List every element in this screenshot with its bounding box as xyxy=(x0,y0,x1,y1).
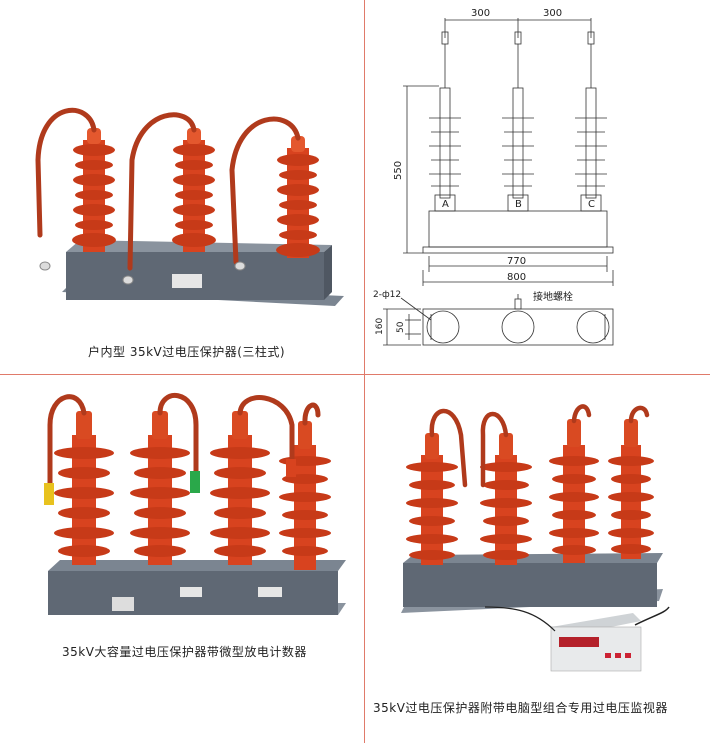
caption-bottom-right: 35kV过电压保护器附带电脑型组合专用过电压监视器 xyxy=(373,701,668,715)
drawing-columns xyxy=(429,31,607,212)
monitor-device xyxy=(484,606,670,672)
phase-a-label: A xyxy=(442,199,449,210)
dimension-drawing: 300 300 xyxy=(365,0,710,374)
horizontal-divider xyxy=(0,374,710,375)
dim-hole-offset: 50 xyxy=(396,321,406,333)
dim-spacing-1: 300 xyxy=(471,8,490,19)
dim-depth: 160 xyxy=(375,318,385,335)
technical-drawing: 300 300 xyxy=(373,8,614,346)
dim-inner-width: 770 xyxy=(507,256,526,267)
phase-c-label: C xyxy=(588,199,595,210)
dim-outer-width: 800 xyxy=(507,272,526,283)
photo-indoor-three-column-arrester: 户内型 35kV过电压保护器(三柱式) xyxy=(0,0,364,374)
vertical-divider xyxy=(364,0,365,743)
hole-label: 2-ф12 xyxy=(373,290,401,300)
dim-spacing-2: 300 xyxy=(543,8,562,19)
phase-b-label: B xyxy=(515,199,522,210)
dim-height: 550 xyxy=(393,161,404,180)
photo-arrester-with-monitor: 35kV过电压保护器附带电脑型组合专用过电压监视器 xyxy=(365,375,710,743)
ground-bolt-label: 接地螺栓 xyxy=(533,290,573,303)
arrester-photo-2 xyxy=(44,393,346,615)
photo-arrester-with-counter: 35kV大容量过电压保护器带微型放电计数器 xyxy=(0,375,364,743)
caption-bottom-left: 35kV大容量过电压保护器带微型放电计数器 xyxy=(62,645,307,659)
arrester-photo-3 xyxy=(401,404,670,672)
arrester-photo-1 xyxy=(35,107,344,306)
caption-top-left: 户内型 35kV过电压保护器(三柱式) xyxy=(88,345,286,359)
